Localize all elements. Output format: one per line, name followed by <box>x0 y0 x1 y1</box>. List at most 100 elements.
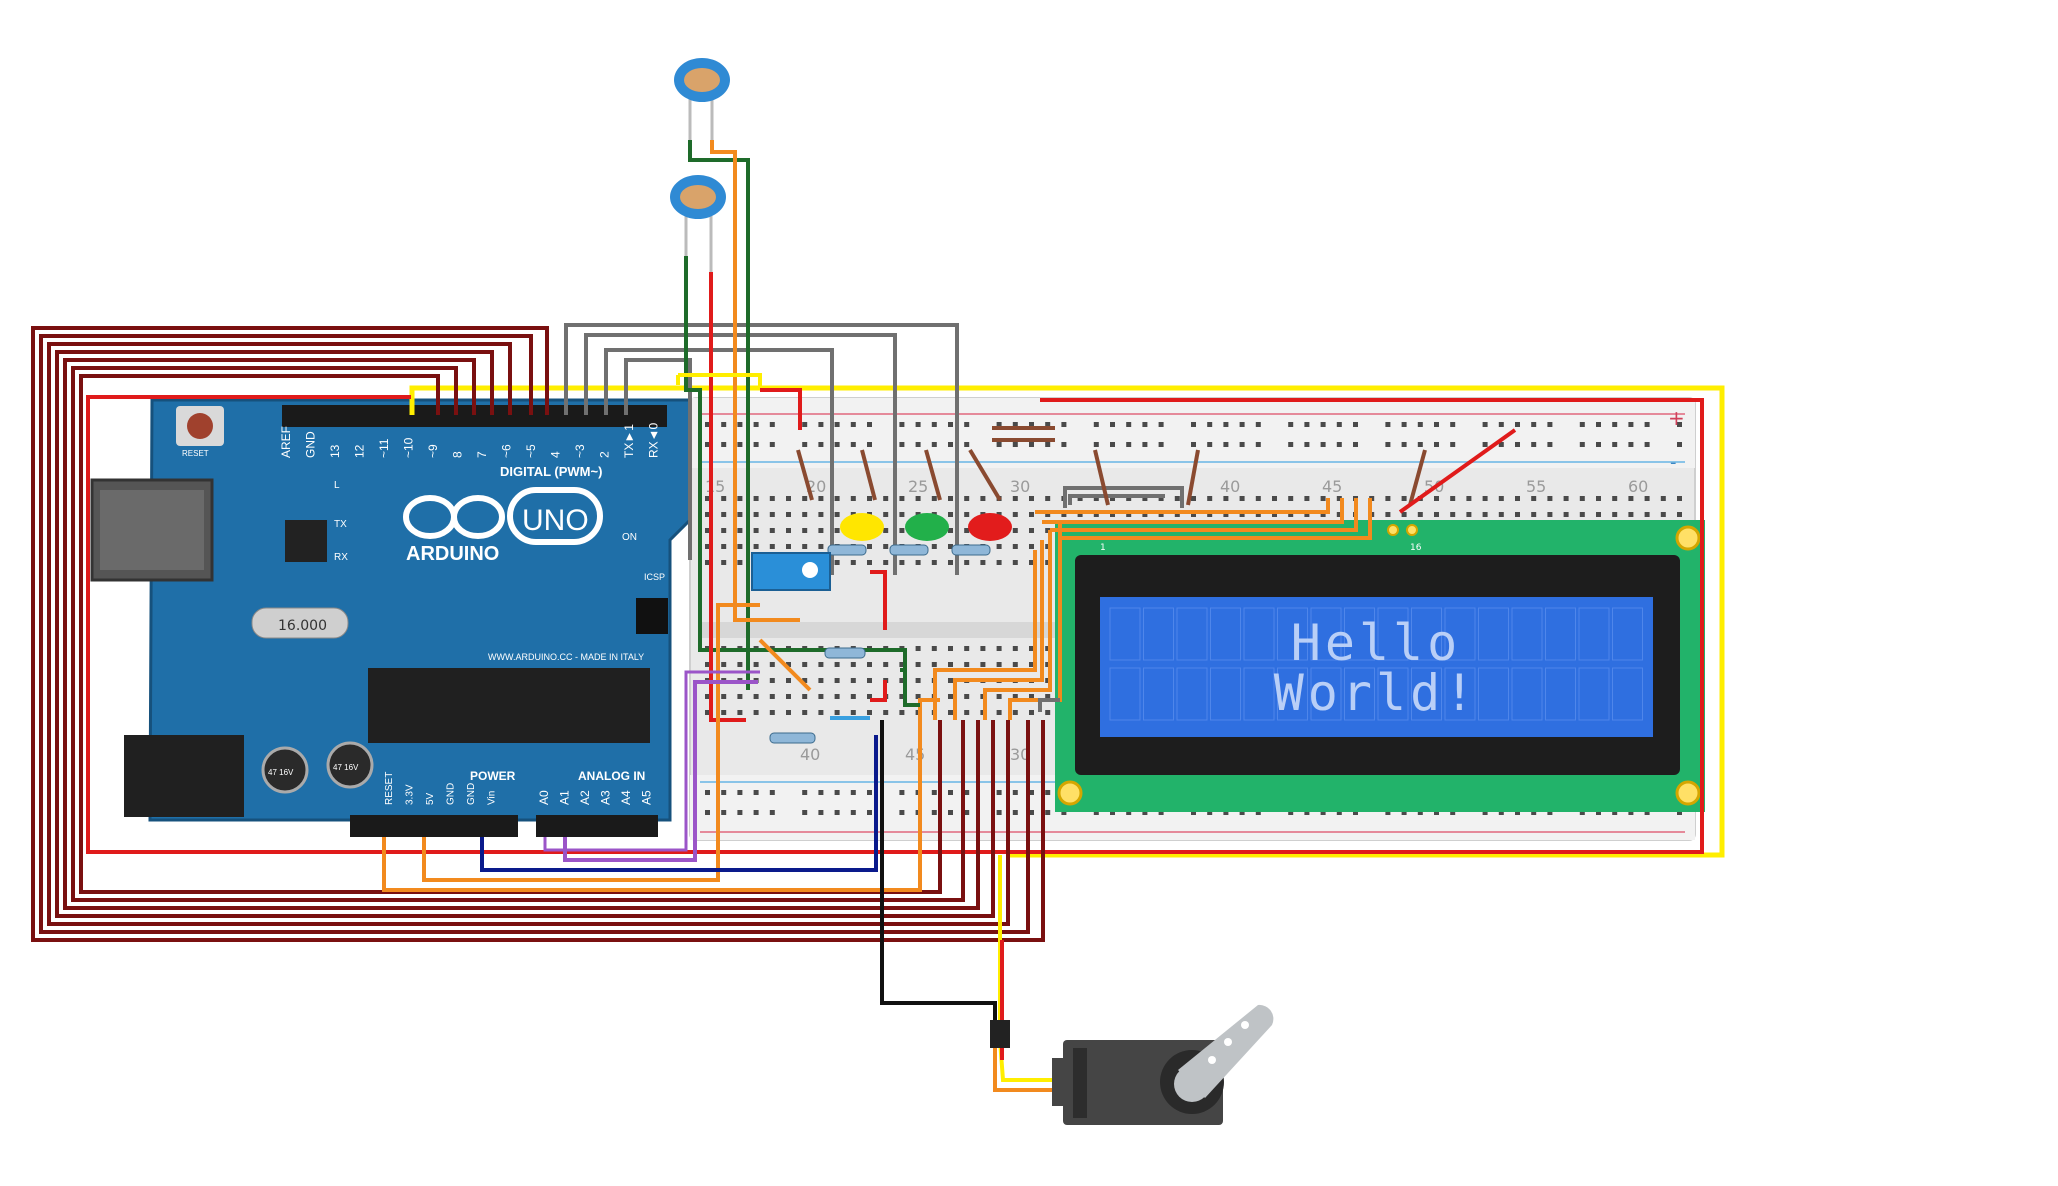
breadboard-hole <box>964 528 970 533</box>
breadboard-hole <box>1579 496 1585 501</box>
digital-pin-label: 2 <box>598 451 612 458</box>
breadboard-hole <box>1320 422 1326 427</box>
led-yellow <box>840 513 884 541</box>
digital-pin-label: ~10 <box>402 437 416 458</box>
breadboard-hole <box>1093 512 1099 517</box>
breadboard-hole <box>931 442 937 447</box>
col-num-bottom-40: 40 <box>800 745 820 764</box>
breadboard-hole <box>834 678 840 683</box>
breadboard-hole <box>883 496 889 501</box>
breadboard-hole <box>802 442 808 447</box>
breadboard-hole <box>1045 790 1051 795</box>
breadboard-hole <box>1239 512 1245 517</box>
col-num-45: 45 <box>1322 477 1342 496</box>
breadboard-hole <box>721 662 727 667</box>
breadboard-hole <box>948 694 953 699</box>
resistor <box>827 544 867 556</box>
breadboard-hole <box>737 496 743 501</box>
breadboard-hole <box>1272 512 1277 517</box>
breadboard-hole <box>1644 512 1650 517</box>
breadboard-hole <box>1434 442 1439 447</box>
breadboard-hole <box>1498 442 1504 447</box>
breadboard-hole <box>1320 496 1326 501</box>
breadboard-hole <box>753 496 759 501</box>
breadboard-hole <box>1223 810 1229 815</box>
wire-gray-lcd <box>1038 698 1060 712</box>
breadboard-hole <box>1012 662 1018 667</box>
breadboard-hole <box>948 560 953 565</box>
breadboard-hole <box>818 710 824 715</box>
breadboard-hole <box>834 710 840 715</box>
breadboard-hole <box>850 560 856 565</box>
breadboard-hole <box>948 810 953 815</box>
breadboard-hole <box>867 560 872 565</box>
rail-plus-label: + <box>1668 406 1685 430</box>
breadboard-hole <box>721 528 727 533</box>
breadboard-hole <box>1531 512 1537 517</box>
lcd-char-cell <box>1545 667 1576 721</box>
breadboard-hole <box>1547 512 1553 517</box>
lcd-char-cell <box>1143 607 1174 661</box>
breadboard-hole <box>915 560 921 565</box>
lcd-char-cell <box>1444 607 1476 661</box>
breadboard-hole <box>1029 512 1034 517</box>
breadboard-hole <box>834 662 840 667</box>
breadboard-hole <box>1061 512 1067 517</box>
wire-red-top <box>760 388 802 430</box>
breadboard-hole <box>1336 512 1342 517</box>
led-red <box>968 513 1012 541</box>
breadboard-hole <box>1239 496 1245 501</box>
breadboard-hole <box>1142 442 1148 447</box>
breadboard-hole <box>1304 496 1310 501</box>
wire-orange-lcd <box>933 550 1037 720</box>
l-label: L <box>334 480 340 491</box>
breadboard-hole <box>705 560 710 565</box>
analog-header <box>536 815 658 837</box>
breadboard-hole <box>1385 810 1391 815</box>
breadboard-hole <box>1158 496 1164 501</box>
wire-brown <box>1093 449 1110 506</box>
icsp-label: ICSP <box>644 572 665 582</box>
capacitor-label-1: 47 16V <box>268 768 294 777</box>
breadboard-hole <box>899 512 905 517</box>
lcd-line-2: World! <box>1274 664 1479 722</box>
wire-green-short <box>900 668 920 707</box>
breadboard-hole <box>899 790 905 795</box>
breadboard-hole <box>1255 422 1261 427</box>
breadboard-hole <box>996 662 1002 667</box>
breadboard-hole <box>931 810 937 815</box>
breadboard-hole <box>1093 422 1099 427</box>
breadboard-hole <box>1142 512 1148 517</box>
lcd-mount-hole <box>1057 780 1083 806</box>
breadboard-hole <box>1434 810 1439 815</box>
analog-pin-label: A5 <box>640 790 654 805</box>
breadboard-hole <box>867 422 872 427</box>
lcd-line-1: Hello <box>1291 614 1462 672</box>
breadboard-hole <box>996 422 1002 427</box>
breadboard-hole <box>1417 422 1423 427</box>
breadboard-hole <box>1012 810 1018 815</box>
breadboard-hole <box>769 694 775 699</box>
breadboard-hole <box>802 512 808 517</box>
breadboard-hole <box>834 512 840 517</box>
breadboard-hole <box>818 810 824 815</box>
breadboard-hole <box>1012 422 1018 427</box>
digital-pin-label: AREF <box>279 426 293 458</box>
breadboard-hole <box>705 496 710 501</box>
breadboard-hole <box>802 678 808 683</box>
breadboard-hole <box>1223 496 1229 501</box>
wire-maroon <box>55 350 995 918</box>
resistor <box>824 647 866 659</box>
breadboard-hole <box>1158 810 1164 815</box>
breadboard-hole <box>1110 442 1115 447</box>
breadboard-hole <box>867 678 872 683</box>
potentiometer[interactable] <box>751 552 831 591</box>
breadboard-hole <box>1320 810 1326 815</box>
wire-red-ldr2 <box>709 272 746 722</box>
breadboard-hole <box>980 560 986 565</box>
breadboard-hole <box>1644 496 1650 501</box>
breadboard-hole <box>1466 512 1472 517</box>
breadboard-hole <box>1353 442 1358 447</box>
breadboard-hole <box>1401 810 1407 815</box>
breadboard-hole <box>1515 496 1520 501</box>
